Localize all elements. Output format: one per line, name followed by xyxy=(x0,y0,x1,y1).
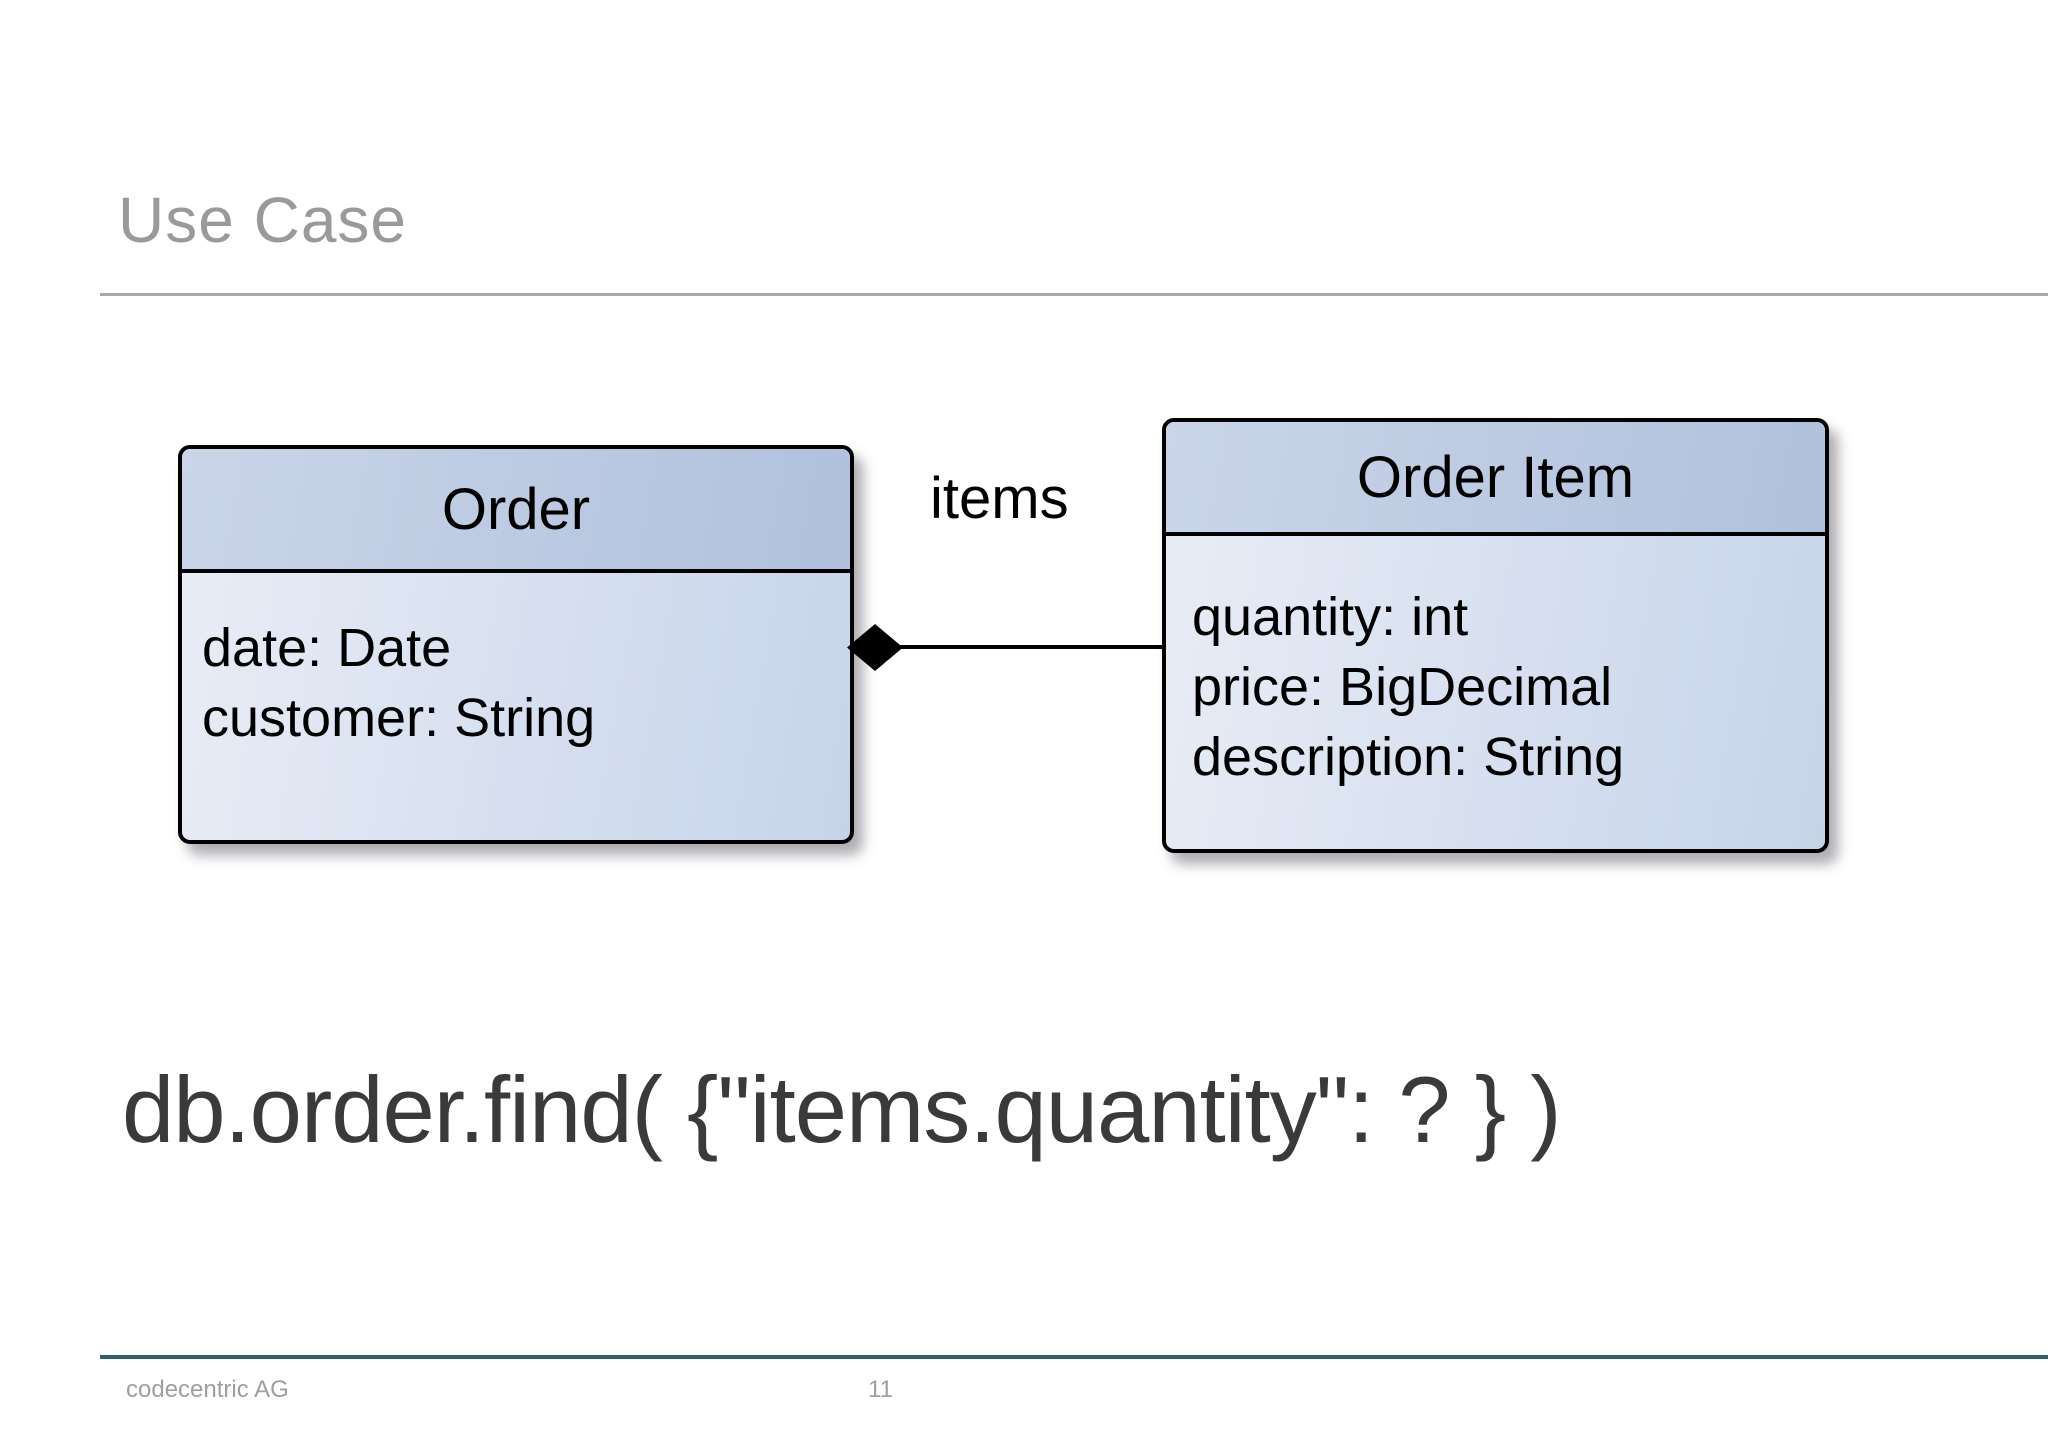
footer-divider-line xyxy=(100,1355,2048,1359)
uml-attribute: date: Date xyxy=(202,618,452,678)
uml-class-order-item-name: Order Item xyxy=(1166,422,1825,536)
composition-diamond-icon xyxy=(847,624,903,671)
association-label: items xyxy=(930,466,1069,531)
uml-attribute: price: BigDecimal xyxy=(1192,657,1613,717)
uml-attribute: description: String xyxy=(1192,727,1625,787)
uml-class-order: Order date: Date customer: String xyxy=(178,445,854,844)
uml-class-order-name: Order xyxy=(182,449,850,573)
title-divider-line xyxy=(100,293,2048,296)
footer-company-name: codecentric AG xyxy=(126,1376,289,1403)
slide-title: Use Case xyxy=(118,184,407,256)
footer-page-number: 11 xyxy=(868,1376,893,1403)
mongodb-query-text: db.order.find( {"items.quantity": ? } ) xyxy=(122,1057,1562,1162)
association-line xyxy=(899,645,1162,649)
uml-class-order-item-attributes: quantity: int price: BigDecimal descript… xyxy=(1166,536,1825,849)
uml-class-order-attributes: date: Date customer: String xyxy=(182,573,850,840)
uml-attribute: customer: String xyxy=(202,688,596,748)
uml-attribute: quantity: int xyxy=(1192,587,1469,647)
uml-class-order-item: Order Item quantity: int price: BigDecim… xyxy=(1162,418,1829,853)
